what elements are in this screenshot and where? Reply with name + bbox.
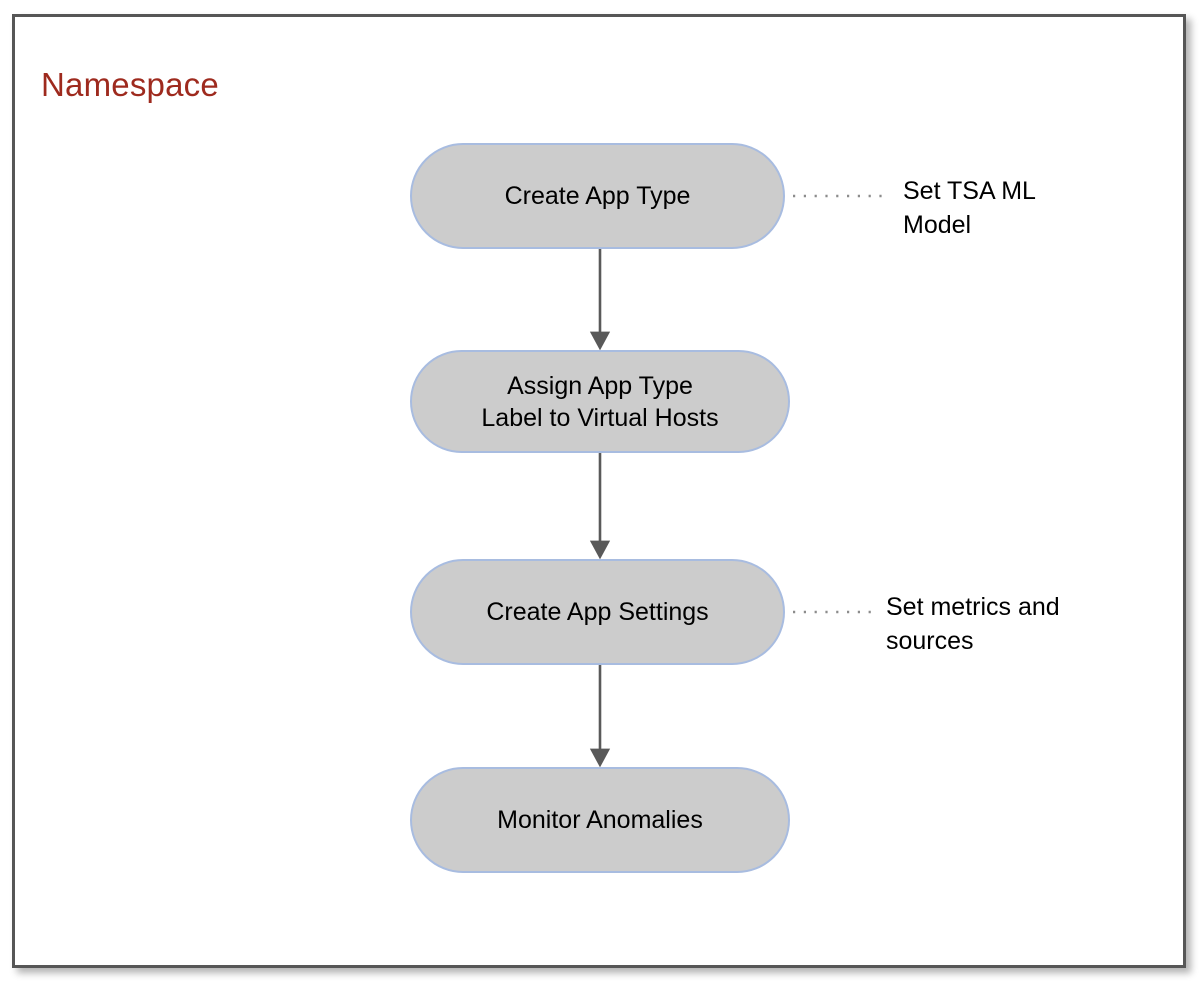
node-monitor-anomalies[interactable]: Monitor Anomalies xyxy=(410,767,790,873)
node-assign-app-type-label[interactable]: Assign App Type Label to Virtual Hosts xyxy=(410,350,790,453)
node-create-app-settings[interactable]: Create App Settings xyxy=(410,559,785,665)
annotation-set-metrics-and-sources: Set metrics and sources xyxy=(886,593,1060,655)
annotation-set-tsa-ml-model: Set TSA ML Model xyxy=(903,177,1036,239)
node-create-app-type[interactable]: Create App Type xyxy=(410,143,785,249)
namespace-title: Namespace xyxy=(41,66,219,103)
